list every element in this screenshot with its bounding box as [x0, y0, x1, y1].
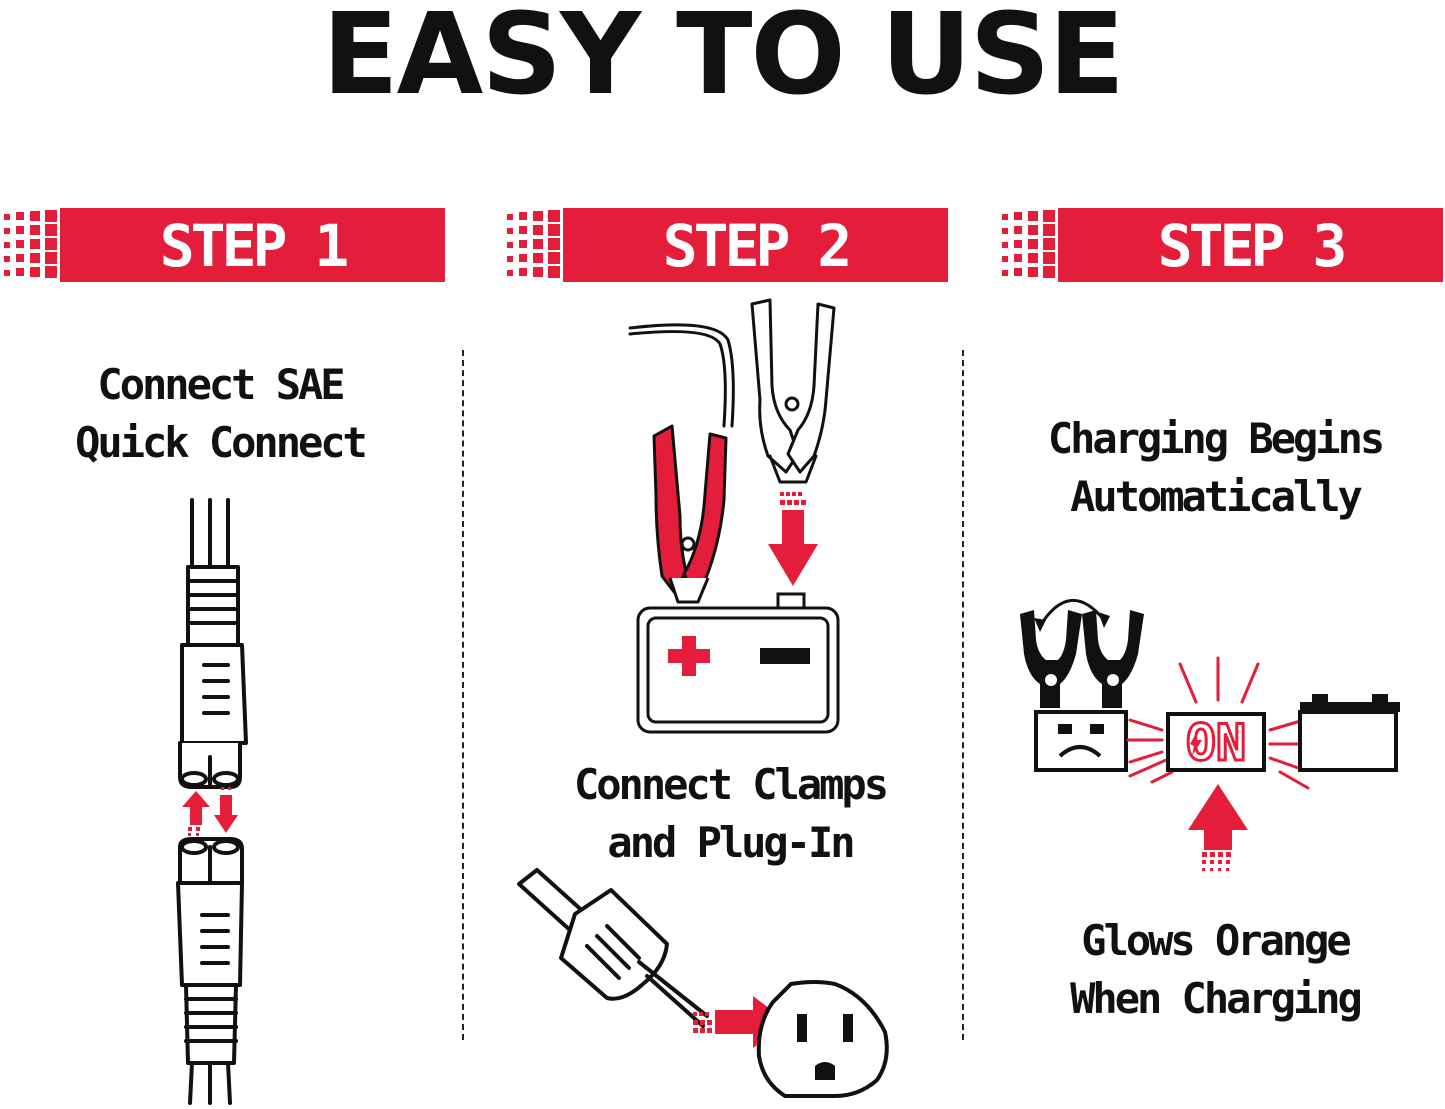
arrow-icon: [768, 492, 818, 586]
step-3-note: Glows Orange When Charging: [1010, 912, 1420, 1028]
step-3-caption-line-1: Charging Begins: [1047, 414, 1385, 463]
step-2-label: STEP 2: [662, 212, 853, 280]
step-2-caption-line-1: Connect Clamps: [573, 760, 889, 809]
step-3-banner: STEP 3: [998, 208, 1443, 282]
step-3-caption-line-2: Automatically: [1070, 472, 1363, 521]
column-divider: [462, 350, 464, 1040]
halftone-pattern-icon: [507, 210, 560, 278]
column-divider: [962, 350, 964, 1040]
step-1-caption-line-2: Quick Connect: [75, 418, 368, 467]
page-title: EASY TO USE: [322, 0, 1125, 120]
wall-plug-icon: [517, 868, 889, 1098]
step-3-caption: Charging Begins Automatically: [1010, 410, 1420, 526]
step-2-banner: STEP 2: [503, 208, 948, 282]
outlet-icon: [756, 980, 889, 1098]
step-3-bar: [1058, 208, 1443, 282]
step-3-note-line-2: When Charging: [1070, 974, 1363, 1023]
on-indicator-icon: ON: [1020, 599, 1400, 871]
step-1-banner: STEP 1: [0, 208, 445, 282]
step-1-caption: Connect SAE Quick Connect: [30, 356, 410, 472]
step-3-note-line-1: Glows Orange: [1081, 916, 1351, 965]
step-1-bar: [60, 208, 445, 282]
sae-connector-icon: [176, 498, 248, 1105]
step-2-bar: [563, 208, 948, 282]
step-2-caption-line-2: and Plug-In: [607, 818, 855, 867]
halftone-pattern-icon: [4, 210, 57, 278]
step-2-caption: Connect Clamps and Plug-In: [530, 756, 930, 872]
step-1-label: STEP 1: [159, 212, 350, 280]
step-1-caption-line-1: Connect SAE: [97, 360, 345, 409]
arrow-icon: [182, 787, 238, 836]
car-battery-icon: [636, 592, 840, 734]
battery-clamp-icon: [628, 298, 840, 734]
halftone-pattern-icon: [1002, 210, 1055, 278]
arrow-icon: [1188, 784, 1248, 871]
step-3-label: STEP 3: [1157, 212, 1348, 280]
